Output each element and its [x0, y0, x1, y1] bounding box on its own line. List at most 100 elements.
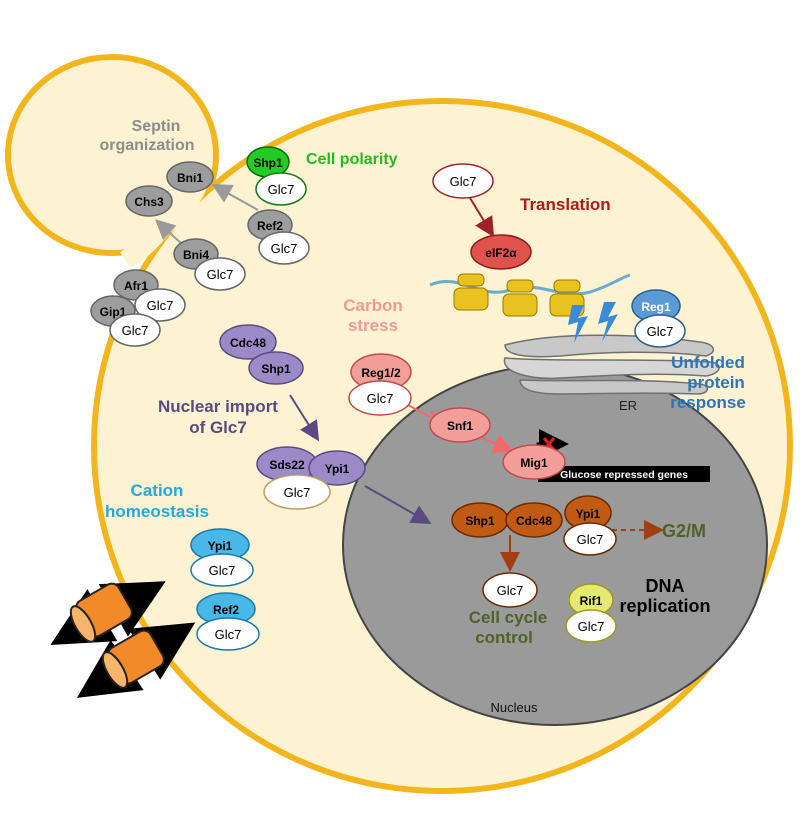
svg-text:Glc7: Glc7: [209, 563, 236, 578]
protein-chs3: Chs3: [125, 185, 173, 217]
arrow-into-nucleus: [364, 485, 432, 524]
svg-text:Gip1: Gip1: [100, 305, 127, 319]
label-nucleus: Nucleus: [491, 700, 538, 715]
svg-text:Reg1/2: Reg1/2: [361, 366, 401, 380]
label-dna-replication-2: replication: [619, 596, 710, 616]
interaction-edges: [155, 184, 664, 572]
lightning-bolt-icon: [568, 305, 588, 343]
label-cation-2: homeostasis: [105, 502, 209, 521]
glucose-genes-label: Glucose repressed genes: [560, 469, 688, 481]
protein-bni1: Bni1: [166, 161, 214, 193]
svg-text:Glc7: Glc7: [271, 241, 298, 256]
label-translation: Translation: [520, 195, 611, 214]
protein-glc7-bni4: Glc7: [194, 257, 246, 291]
svg-text:Shp1: Shp1: [465, 514, 495, 528]
label-dna-replication-1: DNA: [646, 576, 685, 596]
label-g2m: G2/M: [662, 521, 706, 541]
ribosome: [502, 279, 538, 317]
svg-text:Afr1: Afr1: [124, 279, 148, 293]
process-labels: Septin organization Cell polarity Transl…: [99, 118, 745, 715]
svg-text:Glc7: Glc7: [122, 323, 149, 338]
svg-text:Glc7: Glc7: [207, 267, 234, 282]
protein-glc7-polarity: Glc7: [255, 172, 307, 206]
lightning-bolt-icon: [598, 302, 618, 342]
svg-text:Glc7: Glc7: [578, 619, 605, 634]
svg-text:eIF2α: eIF2α: [485, 246, 517, 260]
label-unfolded-2: protein: [687, 373, 745, 392]
protein-shp1-polarity: Shp1: [246, 146, 290, 178]
protein-snf1: Snf1: [429, 407, 491, 443]
label-carbon-stress-1: Carbon: [343, 296, 403, 315]
protein-mig1: Mig1: [502, 444, 566, 480]
svg-text:Bni1: Bni1: [177, 171, 203, 185]
label-septin-1: Septin: [132, 118, 181, 135]
protein-ref2-cation: Ref2: [196, 592, 256, 626]
svg-text:Glc7: Glc7: [284, 485, 311, 500]
svg-text:Snf1: Snf1: [447, 419, 473, 433]
label-er: ER: [619, 398, 637, 413]
svg-text:Glc7: Glc7: [577, 532, 604, 547]
label-unfolded-3: response: [670, 393, 746, 412]
svg-text:Ref2: Ref2: [213, 603, 239, 617]
protein-glc7-afr1: Glc7: [134, 288, 186, 322]
svg-text:Reg1: Reg1: [641, 300, 671, 314]
svg-text:Chs3: Chs3: [134, 195, 164, 209]
label-nuclear-import-2: of Glc7: [189, 418, 247, 437]
protein-ypi1-import: Ypi1: [308, 450, 366, 486]
svg-text:Ypi1: Ypi1: [576, 507, 601, 521]
label-septin-2: organization: [99, 137, 194, 154]
protein-sds22: Sds22: [256, 446, 318, 482]
svg-text:Mig1: Mig1: [520, 456, 548, 470]
svg-text:Rif1: Rif1: [580, 594, 603, 608]
gene-bar: [538, 466, 710, 482]
svg-text:Sds22: Sds22: [269, 458, 305, 472]
label-nuclear-import-1: Nuclear import: [158, 397, 278, 416]
protein-glc7-ref2: Glc7: [258, 231, 310, 265]
protein-glc7-carbon: Glc7: [348, 380, 412, 416]
svg-text:Glc7: Glc7: [497, 583, 524, 598]
protein-shp1-cytoplasm: Shp1: [248, 351, 304, 385]
svg-text:Glc7: Glc7: [367, 391, 394, 406]
svg-text:Bni4: Bni4: [183, 248, 209, 262]
protein-glc7-upr: Glc7: [634, 314, 686, 348]
protein-glc7-ypi1-cation: Glc7: [190, 553, 254, 587]
svg-text:Glc7: Glc7: [647, 324, 674, 339]
label-cell-cycle-2: control: [475, 628, 533, 647]
svg-text:Glc7: Glc7: [268, 182, 295, 197]
svg-text:Ref2: Ref2: [257, 219, 283, 233]
protein-glc7-ref2-cation: Glc7: [196, 617, 260, 651]
transporter-icon: [76, 622, 196, 698]
protein-glc7-g2m: Glc7: [563, 522, 617, 556]
protein-glc7-import: Glc7: [263, 474, 331, 510]
label-cell-cycle-1: Cell cycle: [469, 608, 547, 627]
arrow-ref2-to-bni1: [211, 184, 259, 211]
arrow-snf1-to-mig1: [479, 434, 514, 453]
svg-text:Shp1: Shp1: [253, 156, 283, 170]
ribosome-mrna: [429, 273, 631, 317]
arrow-nuclear-import: [289, 394, 320, 442]
label-carbon-stress-2: stress: [348, 316, 398, 335]
protein-cdc48-cytoplasm: Cdc48: [219, 324, 277, 360]
arrow-glc7-to-eif2a: [469, 197, 495, 238]
svg-text:Ypi1: Ypi1: [325, 462, 350, 476]
svg-text:Shp1: Shp1: [261, 362, 291, 376]
ribosome: [453, 273, 489, 311]
svg-text:Glc7: Glc7: [147, 298, 174, 313]
label-cation-1: Cation: [131, 481, 184, 500]
svg-text:Glc7: Glc7: [450, 174, 477, 189]
protein-cdc48-nucleus: Cdc48: [505, 502, 563, 538]
protein-glc7-gip1: Glc7: [109, 313, 161, 347]
protein-eif2a: eIF2α: [470, 234, 532, 270]
arrow-bni4-to-chs3: [155, 219, 184, 246]
protein-glc7-dna: Glc7: [565, 609, 617, 643]
svg-text:Ypi1: Ypi1: [208, 539, 233, 553]
protein-glc7-translation: Glc7: [432, 163, 494, 199]
label-unfolded-1: Unfolded: [671, 353, 745, 372]
protein-shp1-nucleus: Shp1: [451, 502, 509, 538]
protein-nodes: Shp1 Glc7 Bni1 Chs3 Ref2 Glc7 Bni4 Glc7 …: [90, 146, 686, 651]
svg-text:Cdc48: Cdc48: [230, 336, 266, 350]
svg-text:Cdc48: Cdc48: [516, 514, 552, 528]
er-membrane: [503, 334, 720, 395]
protein-ypi1-nucleus: Ypi1: [564, 495, 612, 531]
